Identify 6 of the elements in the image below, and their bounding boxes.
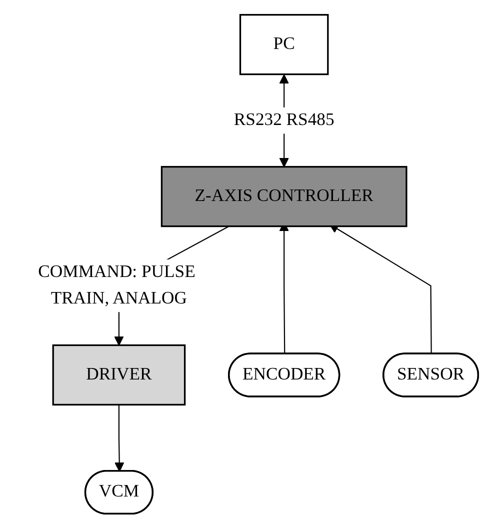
edge-label: RS232 RS485 — [234, 110, 334, 130]
arrow — [114, 404, 124, 472]
node-box: Z-AXIS CONTROLLER — [160, 166, 408, 228]
edge-label: COMMAND: PULSE TRAIN, ANALOG — [38, 262, 196, 308]
node-box: PC — [239, 14, 329, 76]
node-box: DRIVER — [52, 344, 186, 406]
